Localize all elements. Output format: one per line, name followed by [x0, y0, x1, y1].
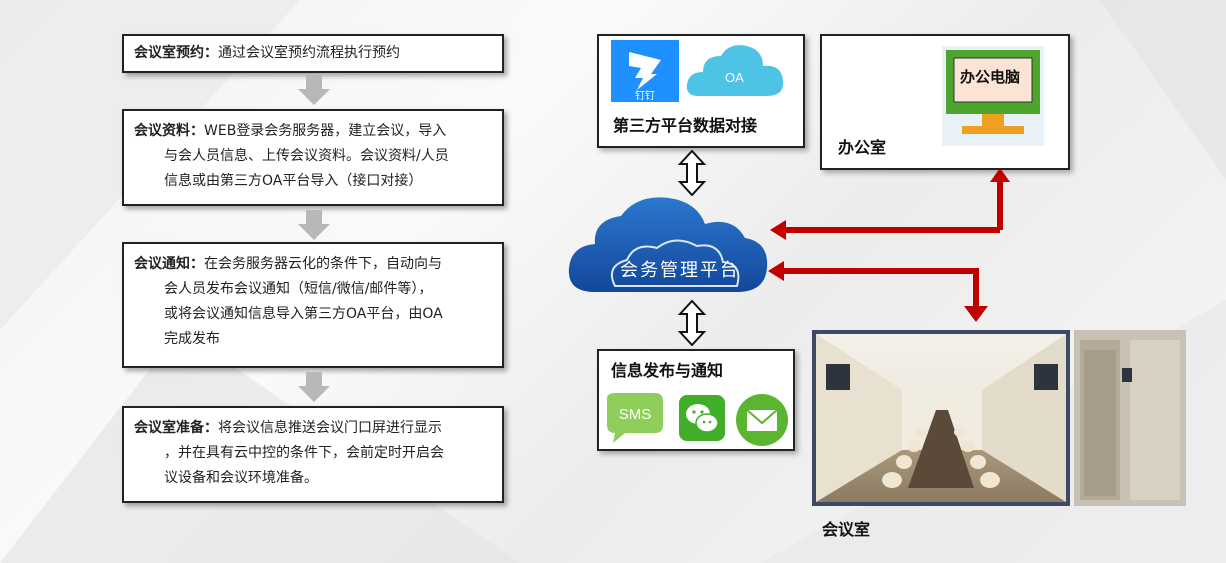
door-screen-image: [1074, 330, 1186, 506]
platform-label: 会务管理平台: [620, 260, 740, 281]
computer-icon: [942, 46, 1044, 146]
sms-icon: SMS: [607, 393, 663, 443]
step-notification-line-3: 或将会议通知信息导入第三方OA平台，由OA: [164, 306, 443, 322]
step-materials-line-1: WEB登录会务服务器，建立会议，导入: [204, 123, 447, 139]
third-party-panel: 钉钉 OA 第三方平台数据对接: [597, 34, 805, 148]
step-notification-line-4: 完成发布: [164, 331, 220, 347]
wechat-icon: [679, 395, 725, 441]
dingtalk-label: 钉钉: [635, 90, 655, 102]
step-room-prep: 会议室准备：将会议信息推送会议门口屏进行显示 ，并在具有云中控的条件下，会前定时…: [122, 406, 504, 503]
office-title: 办公室: [838, 138, 887, 157]
flow-arrow-2: [298, 210, 330, 240]
step-materials: 会议资料：WEB登录会务服务器，建立会议，导入 与会人员信息、上传会议资料。会议…: [122, 109, 504, 206]
step-reservation: 会议室预约：通过会议室预约流程执行预约: [122, 34, 504, 73]
step-room-prep-line-3: 议设备和会议环境准备。: [164, 470, 318, 486]
step-materials-line-3: 信息或由第三方OA平台导入（接口对接）: [164, 173, 423, 189]
cloud-icon: [568, 197, 768, 292]
double-arrow-bottom: [678, 300, 706, 346]
red-arrows: [768, 168, 1010, 322]
step-notification-heading: 会议通知：: [134, 256, 204, 272]
step-room-prep-line-2: ，并在具有云中控的条件下，会前定时开启会: [164, 445, 444, 461]
notify-panel: 信息发布与通知 SMS: [597, 349, 795, 451]
third-party-title: 第三方平台数据对接: [613, 116, 758, 135]
sms-label: SMS: [619, 406, 652, 423]
flow-arrow-1: [298, 75, 330, 105]
dingtalk-icon: 钉钉: [611, 40, 679, 102]
double-arrow-top: [678, 150, 706, 196]
flow-arrow-3: [298, 372, 330, 402]
step-materials-heading: 会议资料：: [134, 123, 204, 139]
oa-cloud-icon: OA: [686, 45, 784, 96]
meeting-room-image: [812, 330, 1070, 506]
office-panel: 办公电脑 办公室: [820, 34, 1070, 170]
step-notification-line-2: 会人员发布会议通知（短信/微信/邮件等），: [164, 281, 433, 297]
step-reservation-heading: 会议室预约：: [134, 45, 218, 61]
step-room-prep-line-1: 将会议信息推送会议门口屏进行显示: [218, 420, 442, 436]
step-materials-line-2: 与会人员信息、上传会议资料。会议资料/人员: [164, 148, 449, 164]
oa-label: OA: [725, 70, 744, 85]
step-notification-line-1: 在会务服务器云化的条件下，自动向与: [204, 256, 442, 272]
step-room-prep-heading: 会议室准备：: [134, 420, 218, 436]
mail-icon: [736, 394, 788, 446]
meeting-room-label: 会议室: [822, 520, 871, 539]
notify-title: 信息发布与通知: [611, 361, 724, 380]
step-notification: 会议通知：在会务服务器云化的条件下，自动向与 会人员发布会议通知（短信/微信/邮…: [122, 242, 504, 368]
office-pc-label: 办公电脑: [960, 68, 1021, 86]
step-reservation-text: 通过会议室预约流程执行预约: [218, 45, 400, 61]
